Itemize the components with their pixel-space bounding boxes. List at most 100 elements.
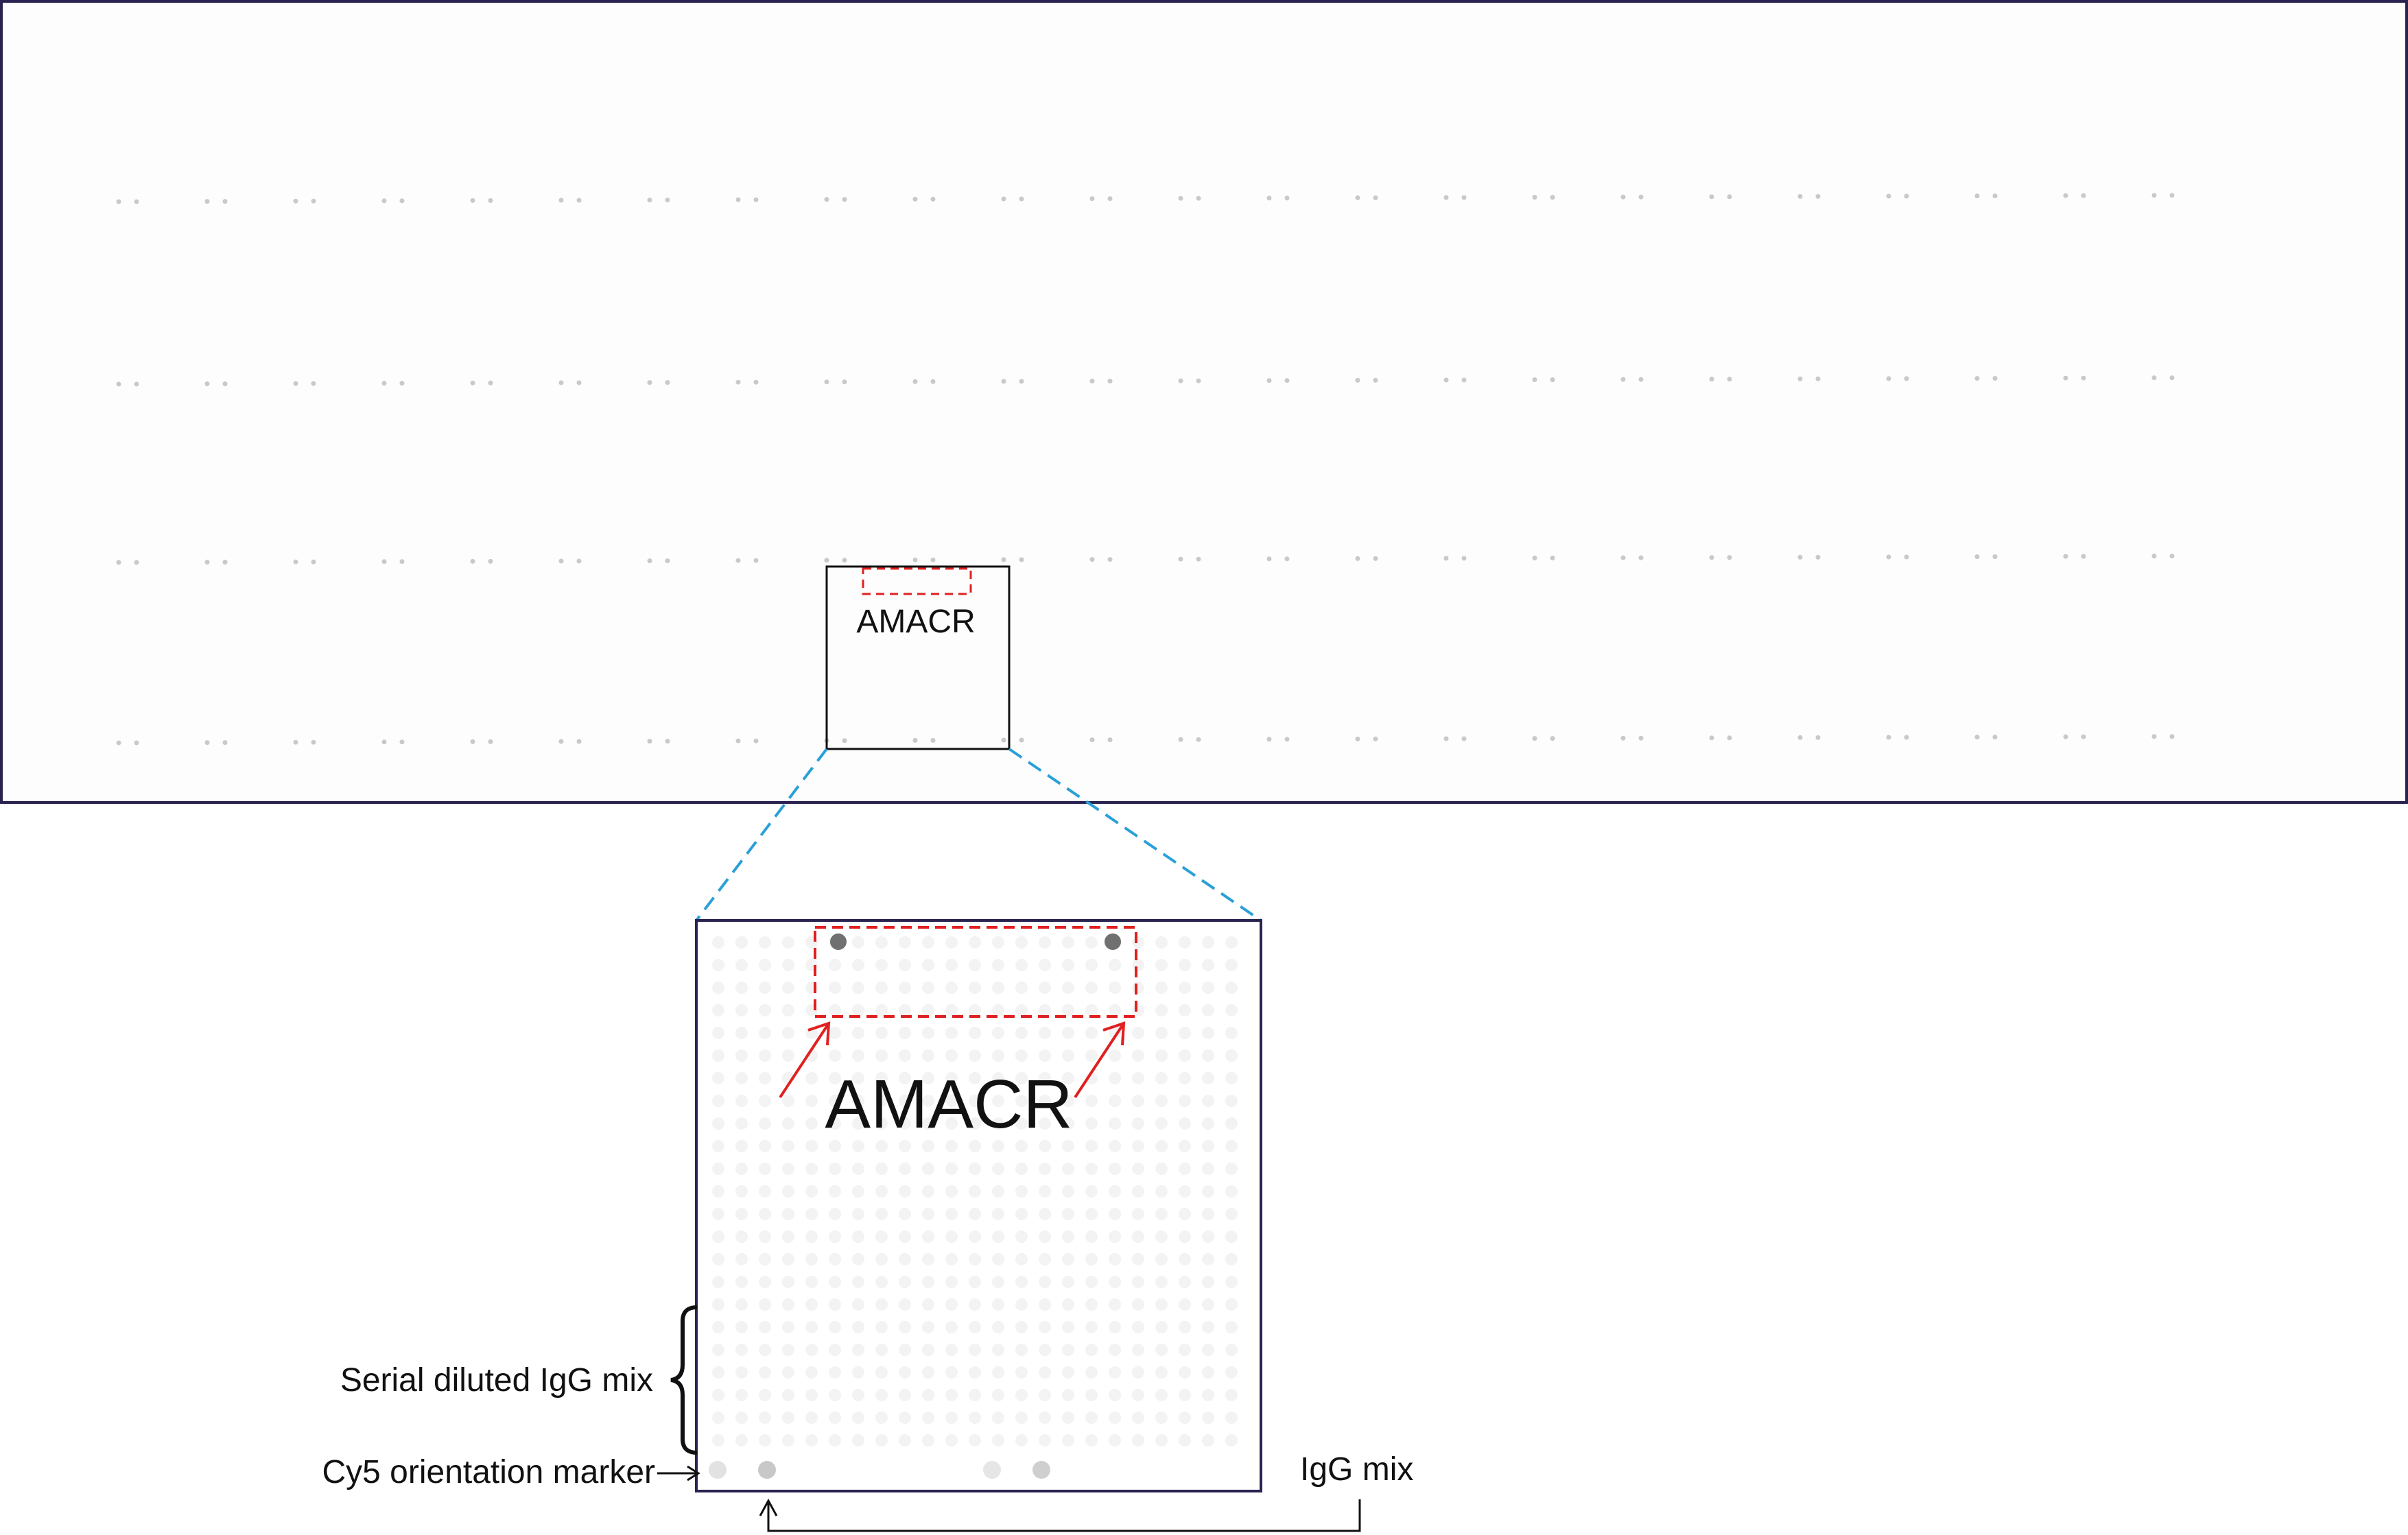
zoom-background-spot [805, 1117, 818, 1130]
zoom-background-spot [922, 1389, 934, 1401]
zoom-background-spot [782, 1276, 794, 1288]
zoom-background-spot [899, 1253, 911, 1265]
zoom-background-spot [712, 1185, 724, 1198]
zoom-background-spot [829, 1095, 841, 1107]
zoom-background-spot [1039, 1185, 1051, 1198]
zoom-background-spot [829, 1230, 841, 1243]
overview-spot [1107, 196, 1113, 202]
zoom-background-spot [945, 1095, 958, 1107]
zoom-background-spot [1085, 1117, 1098, 1130]
zoom-background-spot [922, 1140, 934, 1152]
zoom-background-spot [899, 1276, 911, 1288]
zoom-background-spot [945, 1230, 958, 1243]
zoom-background-spot [1085, 1095, 1098, 1107]
zoom-background-spot [992, 1208, 1004, 1220]
zoom-background-spot [1179, 1095, 1191, 1107]
overview-spot [1001, 737, 1006, 743]
zoom-background-spot [1202, 1298, 1214, 1311]
overview-spot [558, 380, 564, 385]
zoom-background-spot [782, 1163, 794, 1175]
zoom-background-spot [1085, 936, 1098, 949]
zoom-background-spot [829, 1366, 841, 1379]
zoom-background-spot [1155, 1117, 1168, 1130]
overview-spot [134, 560, 139, 565]
zoom-background-spot [1132, 1049, 1144, 1062]
zoom-background-spot [992, 1344, 1004, 1356]
amacr-spot [830, 933, 847, 950]
overview-spot [293, 559, 298, 564]
zoom-background-spot [969, 1366, 981, 1379]
zoom-background-spot [852, 1276, 864, 1288]
zoom-background-spot [1062, 1185, 1074, 1198]
zoom-background-spot [1202, 1366, 1214, 1379]
zoom-background-spot [1202, 1208, 1214, 1220]
zoom-background-spot [1225, 1412, 1238, 1424]
zoom-background-spot [969, 1321, 981, 1333]
zoom-background-spot [1132, 1208, 1144, 1220]
zoom-background-spot [875, 959, 888, 971]
zoom-background-spot [992, 1230, 1004, 1243]
cy5-marker-spot [709, 1461, 727, 1479]
zoom-background-spot [1225, 1344, 1238, 1356]
zoom-background-spot [852, 1140, 864, 1152]
zoom-background-spot [1015, 1072, 1028, 1084]
zoom-background-spot [1039, 1208, 1051, 1220]
overview-spot [1727, 735, 1732, 741]
zoom-background-spot [875, 1344, 888, 1356]
zoom-background-spot [969, 1276, 981, 1288]
zoom-background-spot [1062, 1276, 1074, 1288]
zoom-background-spot [945, 1344, 958, 1356]
zoom-background-spot [1179, 1185, 1191, 1198]
overview-spot [1550, 736, 1555, 741]
overview-slide-frame [0, 0, 2408, 804]
zoom-background-spot [969, 1230, 981, 1243]
zoom-background-spot [875, 1276, 888, 1288]
overview-spot [1284, 556, 1290, 562]
zoom-background-spot [1225, 1230, 1238, 1243]
zoom-background-spot [899, 1027, 911, 1039]
zoom-background-spot [1225, 1004, 1238, 1016]
zoom-background-spot [1132, 936, 1144, 949]
zoom-background-spot [1155, 981, 1168, 994]
zoom-background-spot [1155, 1321, 1168, 1333]
zoom-background-spot [829, 1049, 841, 1062]
zoom-background-spot [1202, 1117, 1214, 1130]
overview-spot [842, 197, 847, 202]
zoom-background-spot [1132, 1163, 1144, 1175]
overview-spot [1107, 379, 1113, 384]
overview-spot [842, 379, 847, 385]
zoom-background-spot [829, 1027, 841, 1039]
zoom-background-spot [1132, 1117, 1144, 1130]
zoom-background-spot [1109, 1230, 1121, 1243]
zoom-background-spot [1085, 1412, 1098, 1424]
zoom-background-spot [782, 1298, 794, 1311]
zoom-background-spot [1109, 1253, 1121, 1265]
overview-spot [735, 379, 741, 385]
zoom-background-spot [735, 1389, 748, 1401]
overview-spot [1089, 196, 1095, 202]
zoom-background-spot [1109, 1412, 1121, 1424]
overview-spot [311, 381, 316, 386]
zoom-background-spot [759, 1298, 771, 1311]
zoom-background-spot [1085, 1027, 1098, 1039]
zoom-background-spot [1132, 1095, 1144, 1107]
zoom-background-spot [875, 1049, 888, 1062]
zoom-background-spot [1132, 1434, 1144, 1447]
zoom-background-spot [1225, 1276, 1238, 1288]
zoom-background-spot [922, 981, 934, 994]
overview-spot [311, 559, 316, 564]
overview-spot [1019, 196, 1024, 202]
zoom-background-spot [1109, 1389, 1121, 1401]
amacr-spot [1105, 933, 1121, 950]
overview-spot [753, 379, 759, 385]
overview-spot [2081, 734, 2086, 739]
overview-spot [1974, 735, 1980, 740]
igg-mix-spot [1032, 1461, 1050, 1479]
zoom-background-spot [875, 1117, 888, 1130]
overview-spot [912, 196, 918, 202]
zoom-background-spot [1179, 1276, 1191, 1288]
overview-spot [1019, 557, 1024, 562]
zoom-background-spot [969, 936, 981, 949]
zoom-background-spot [1179, 1366, 1191, 1379]
zoom-background-spot [922, 1321, 934, 1333]
